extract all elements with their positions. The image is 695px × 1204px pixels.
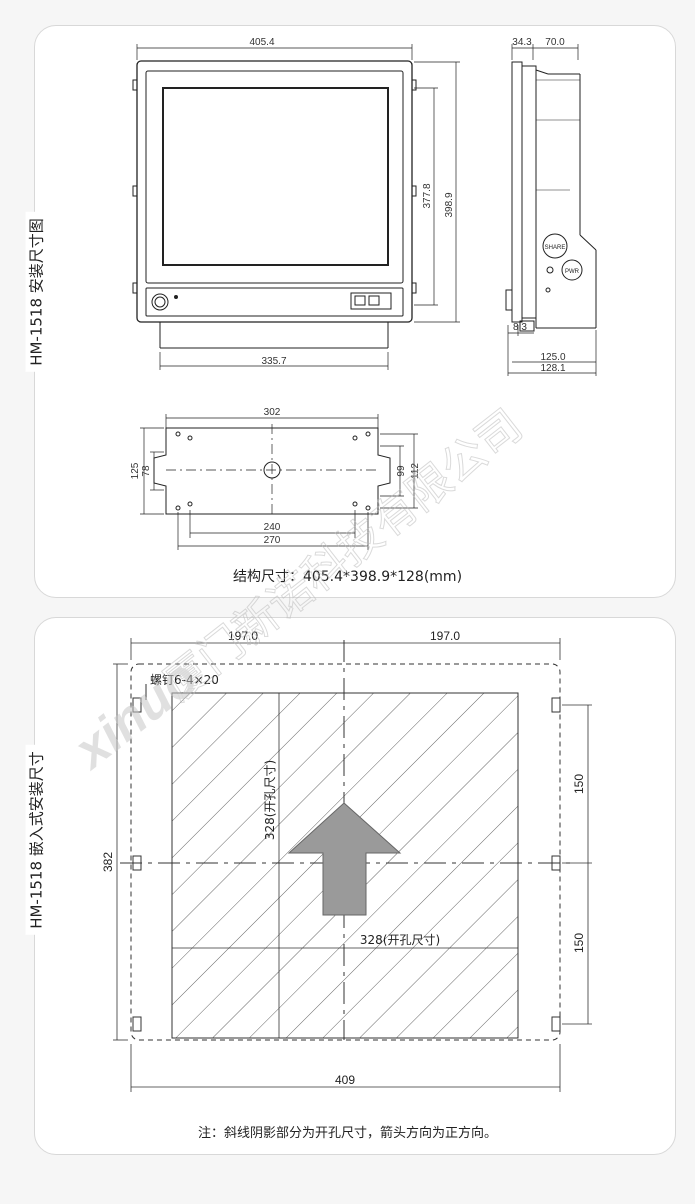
dim-right-lower: 150 — [572, 933, 586, 953]
front-view — [132, 44, 460, 370]
dim-cut-height: 328(开孔尺寸) — [263, 760, 277, 840]
dim-side-width-a: 125.0 — [540, 352, 565, 363]
dim-bottom-width: 302 — [264, 407, 281, 418]
dim-side-small: 8.3 — [513, 322, 527, 333]
dim-cut-width: 328(开孔尺寸) — [360, 933, 440, 947]
bottom-view — [140, 414, 418, 550]
dim-right-upper: 150 — [572, 774, 586, 794]
side-view — [505, 44, 597, 376]
embedded-note-caption: 注：斜线阴影部分为开孔尺寸，箭头方向为正方向。 — [197, 1126, 497, 1141]
dim-side-width-b: 128.1 — [540, 363, 565, 374]
dim-bottom-right-outer: 112 — [410, 463, 421, 479]
dim-bottom-left-inner: 78 — [141, 465, 152, 477]
structure-dimensions-caption: 结构尺寸：405.4*398.9*128(mm) — [232, 569, 463, 585]
dim-bottom-right-inner: 99 — [396, 465, 407, 477]
dim-top-right: 197.0 — [430, 629, 460, 643]
side-button-share: SHARE — [545, 245, 566, 251]
dim-left-height: 382 — [101, 852, 115, 872]
dim-height-inner: 377.8 — [422, 183, 433, 208]
dim-bottom-width-409: 409 — [335, 1073, 355, 1087]
dim-bottom-span-inner: 240 — [264, 522, 281, 533]
installation-dimensions-drawing: 405.4 335.7 377.8 398.9 34.3 70.0 SHAR — [130, 37, 597, 550]
mounting-frame — [113, 638, 592, 1092]
screw-label: 螺钉6-4×20 — [150, 673, 219, 687]
dim-bottom-left-outer: 125 — [130, 462, 141, 479]
dim-top-left: 197.0 — [228, 629, 258, 643]
dim-base-width: 335.7 — [261, 356, 286, 367]
dim-bottom-span-outer: 270 — [264, 535, 281, 546]
dim-height-total: 398.9 — [444, 192, 455, 217]
dim-side-depth-a: 34.3 — [512, 37, 532, 48]
dim-side-depth-b: 70.0 — [545, 37, 565, 48]
side-button-pwr: PWR — [565, 269, 580, 275]
direction-arrow — [287, 802, 402, 916]
dim-front-width: 405.4 — [249, 37, 274, 48]
